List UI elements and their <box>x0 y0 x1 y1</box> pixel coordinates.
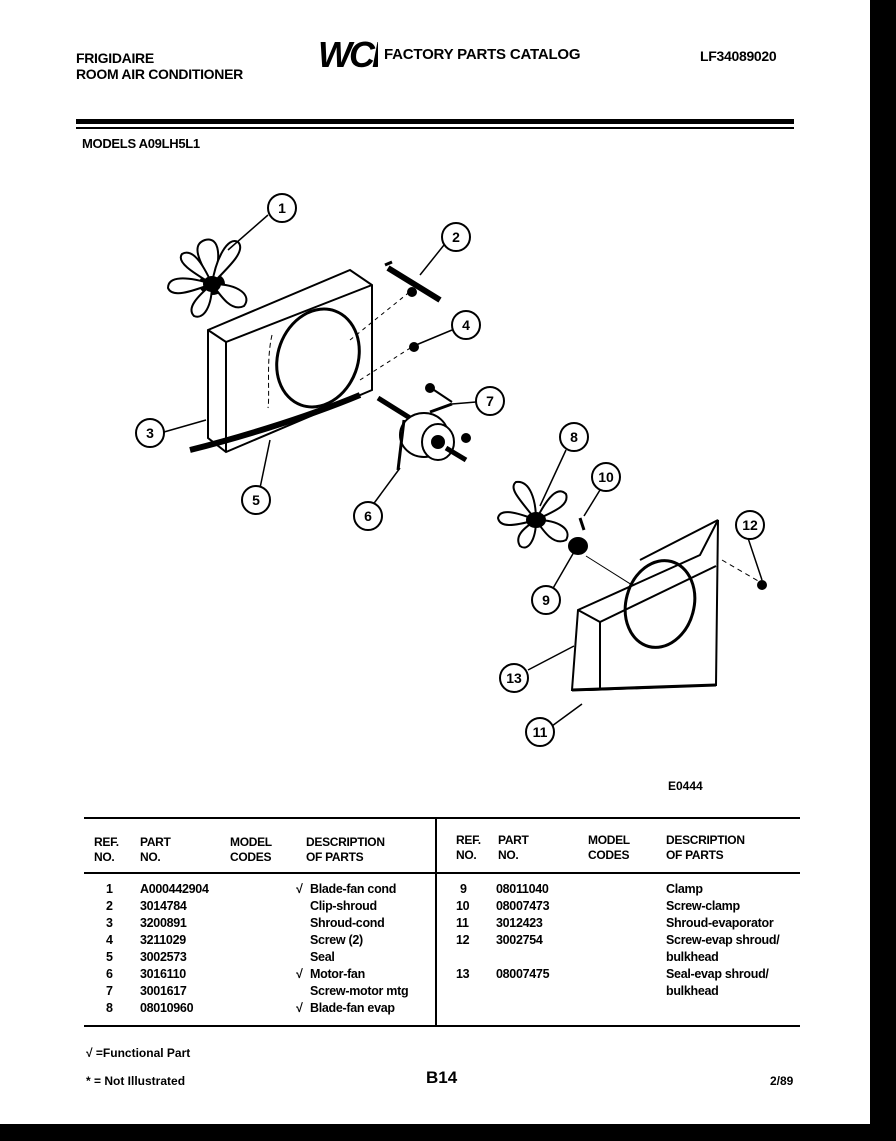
callout-8: 8 <box>559 422 589 452</box>
callout-7: 7 <box>475 386 505 416</box>
brand-block: FRIGIDAIRE ROOM AIR CONDITIONER <box>76 50 243 82</box>
callout-9: 9 <box>531 585 561 615</box>
motor-mount-screw <box>425 383 471 443</box>
svg-text:9: 9 <box>542 592 550 608</box>
catalog-code: LF34089020 <box>700 48 777 64</box>
screw-upper <box>407 287 417 297</box>
table-rule-header <box>84 872 800 874</box>
clamp-screw <box>578 517 586 531</box>
fan-motor <box>376 395 468 471</box>
svg-text:4: 4 <box>462 317 470 333</box>
evaporator-fan-blade <box>496 480 569 549</box>
header-rule-thin <box>76 127 794 129</box>
models-line: MODELS A09LH5L1 <box>82 136 200 151</box>
figure-code: E0444 <box>668 779 703 793</box>
catalog-page: FRIGIDAIRE ROOM AIR CONDITIONER WCI FACT… <box>0 0 870 1124</box>
header-rule-thick <box>76 119 794 124</box>
shroud-clip <box>384 260 442 303</box>
svg-text:6: 6 <box>364 508 372 524</box>
callout-11: 11 <box>525 717 555 747</box>
svg-text:10: 10 <box>598 469 614 485</box>
svg-text:8: 8 <box>570 429 578 445</box>
condenser-fan-blade <box>166 238 248 318</box>
svg-text:1: 1 <box>278 200 286 216</box>
page-number: B14 <box>426 1068 458 1087</box>
table-rule-bottom <box>84 1025 800 1027</box>
svg-text:12: 12 <box>742 517 758 533</box>
callout-3: 3 <box>135 418 165 448</box>
callout-2: 2 <box>441 222 471 252</box>
leader-lines <box>163 214 763 727</box>
svg-text:13: 13 <box>506 670 522 686</box>
callout-10: 10 <box>591 462 621 492</box>
logo-text: WCI <box>318 34 378 74</box>
table-divider <box>435 817 437 1027</box>
evap-shroud-screw <box>757 580 767 590</box>
exploded-parts-diagram: 1 2 3 4 5 6 7 8 9 10 11 12 13 <box>135 193 767 747</box>
callout-4: 4 <box>451 310 481 340</box>
callout-6: 6 <box>353 501 383 531</box>
callout-markers: 1 2 3 4 5 6 7 8 9 10 11 12 13 <box>135 193 765 747</box>
revision-date: 2/89 <box>770 1074 794 1088</box>
svg-text:7: 7 <box>486 393 494 409</box>
product-name: ROOM AIR CONDITIONER <box>76 66 243 82</box>
wci-logo: WCI <box>318 34 378 74</box>
not-illustrated-note: * = Not Illustrated <box>86 1074 186 1088</box>
brand-name: FRIGIDAIRE <box>76 50 154 66</box>
catalog-title: FACTORY PARTS CATALOG <box>384 46 581 63</box>
table-rule-top <box>84 817 800 819</box>
seal-strip <box>189 392 362 453</box>
clamp <box>568 537 588 555</box>
svg-text:5: 5 <box>252 492 260 508</box>
callout-1: 1 <box>267 193 297 223</box>
svg-text:11: 11 <box>533 724 548 740</box>
functional-part-note: √ =Functional Part <box>86 1046 191 1060</box>
callout-12: 12 <box>735 510 765 540</box>
header-ref: REF.NO. <box>94 835 119 864</box>
callout-13: 13 <box>499 663 529 693</box>
evaporator-shroud <box>570 519 719 692</box>
svg-text:3: 3 <box>146 425 154 441</box>
svg-text:2: 2 <box>452 229 460 245</box>
callout-5: 5 <box>241 485 271 515</box>
header-ref-right: REF.NO. <box>456 833 481 862</box>
